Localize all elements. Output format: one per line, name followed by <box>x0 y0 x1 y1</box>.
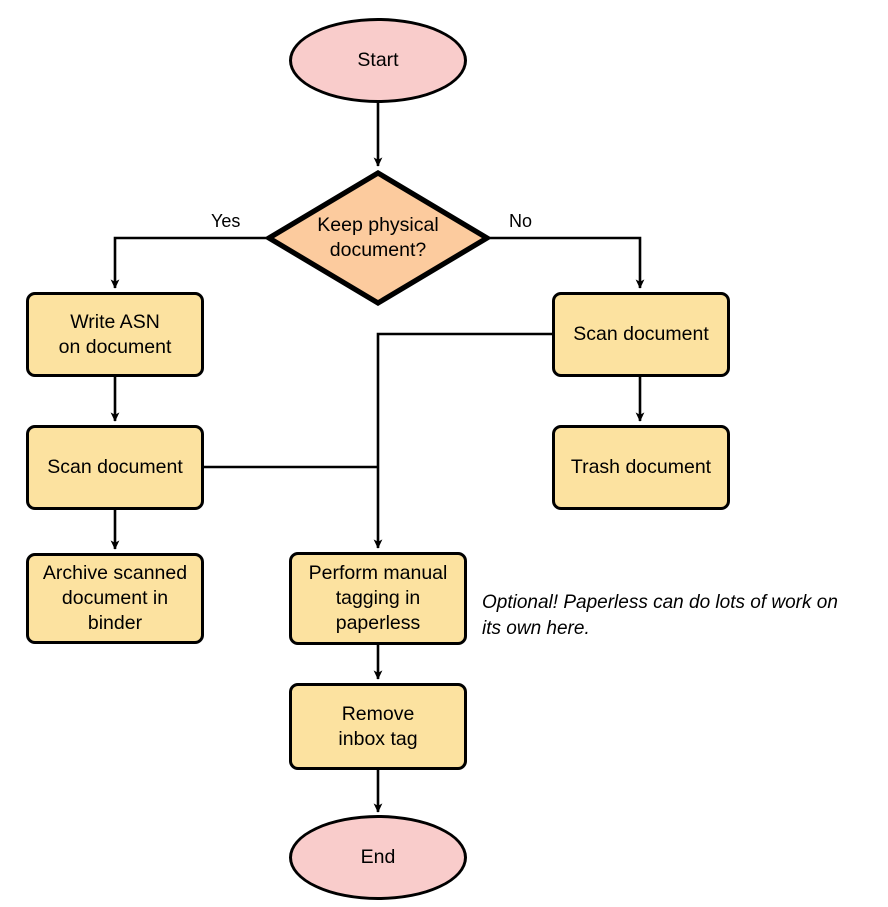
node-start[interactable]: Start <box>289 18 467 103</box>
edge-decision-yes-to-write-asn <box>110 236 266 289</box>
node-manual-tagging-label: Perform manual tagging in paperless <box>308 562 448 634</box>
node-scan-document-left-label: Scan document <box>47 456 183 479</box>
node-trash-document-label: Trash document <box>570 456 712 479</box>
node-manual-tagging[interactable]: Perform manual tagging in paperless <box>289 552 467 645</box>
node-remove-inbox-tag-label: Remove inbox tag <box>338 702 418 750</box>
node-end[interactable]: End <box>289 815 467 900</box>
node-scan-document-left[interactable]: Scan document <box>26 425 204 510</box>
node-trash-document[interactable]: Trash document <box>552 425 730 510</box>
node-end-label: End <box>360 846 396 869</box>
node-keep-physical-document[interactable]: Keep physical document? <box>266 170 490 306</box>
annotation-optional-note: Optional! Paperless can do lots of work … <box>482 592 838 639</box>
node-archive-in-binder-label: Archive scanned document in binder <box>42 562 188 634</box>
edge-label-no: No <box>509 211 533 231</box>
diamond-shape <box>266 170 490 306</box>
node-keep-physical-document-label: Keep physical document? <box>317 214 439 261</box>
node-scan-document-right[interactable]: Scan document <box>552 292 730 377</box>
node-remove-inbox-tag[interactable]: Remove inbox tag <box>289 683 467 770</box>
edge-decision-no-to-scan-right <box>490 236 645 289</box>
edge-label-yes: Yes <box>211 211 241 231</box>
node-scan-document-right-label: Scan document <box>573 323 709 346</box>
edge-scan-right-to-manual-tagging <box>373 332 552 549</box>
node-write-asn-label: Write ASN on document <box>58 310 172 358</box>
node-start-label: Start <box>357 49 399 72</box>
node-write-asn[interactable]: Write ASN on document <box>26 292 204 377</box>
node-archive-in-binder[interactable]: Archive scanned document in binder <box>26 553 204 644</box>
